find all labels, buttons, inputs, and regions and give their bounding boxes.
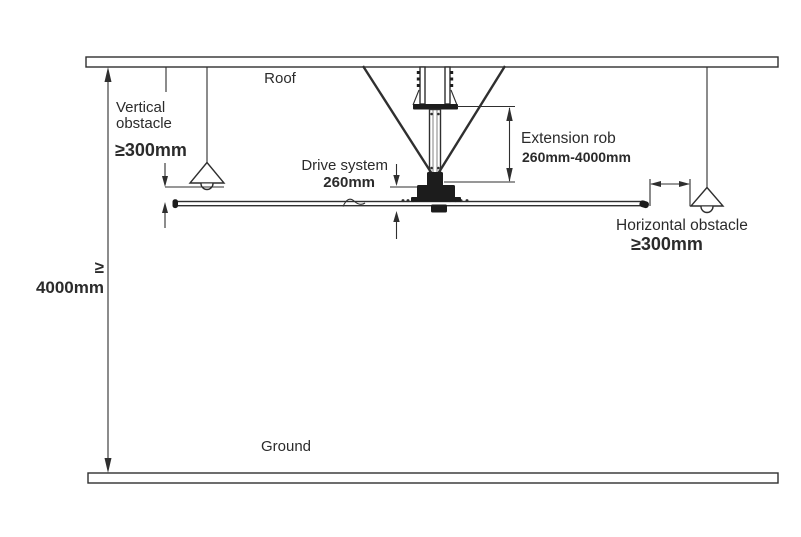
left-arrow-icon	[650, 181, 661, 187]
mount-bolts	[416, 71, 454, 87]
ceiling-height-value: ≥ 4000mm	[35, 258, 104, 297]
ceiling-height-dimension	[104, 67, 112, 473]
motor-bottom-box	[431, 204, 447, 213]
motor-flange	[411, 197, 461, 202]
roof-mount-bracket	[412, 66, 458, 110]
rod-hub	[427, 172, 443, 186]
extension-rod-dimension	[444, 105, 515, 183]
extension-rod-label: Extension rob	[521, 130, 616, 147]
extension-rod-value: 260mm-4000mm	[522, 149, 631, 165]
roof-label: Roof	[264, 70, 296, 87]
up-arrow-icon	[104, 67, 112, 82]
horizontal-obstacle-label: Horizontal obstacle	[616, 217, 748, 234]
down-arrow-icon	[506, 168, 513, 182]
left-lamp-obstacle	[188, 67, 226, 191]
roof-slab	[85, 56, 779, 68]
motor-body	[417, 185, 455, 200]
down-arrow-icon	[162, 176, 168, 187]
blade-tip-right	[639, 200, 649, 209]
guy-wire-right	[434, 65, 507, 178]
vertical-obstacle-value: ≥300mm	[115, 140, 187, 160]
fan-motor	[411, 172, 461, 213]
guy-wire-left	[361, 65, 436, 178]
down-arrow-icon	[393, 175, 400, 186]
right-arrow-icon	[679, 181, 690, 187]
blade-tip-left	[172, 199, 178, 209]
horizontal-obstacle-value: ≥300mm	[631, 234, 703, 254]
mount-post-left	[419, 66, 426, 105]
vertical-obstacle-dimension	[162, 67, 224, 228]
mount-post-right	[444, 66, 451, 105]
lamp-shade	[689, 186, 725, 207]
roof-hatch-bar	[85, 56, 779, 68]
ground-hatch-bar	[87, 472, 779, 484]
extension-rod	[428, 108, 442, 175]
up-arrow-icon	[506, 107, 513, 121]
guy-wires	[361, 65, 507, 178]
lamp-bulb	[700, 206, 714, 214]
drive-system-label: Drive system	[301, 157, 388, 174]
ground-slab	[87, 472, 779, 484]
ground-label: Ground	[260, 438, 312, 455]
mount-brace-right	[450, 89, 458, 106]
right-lamp-obstacle	[689, 67, 725, 214]
rod-tube	[428, 108, 442, 175]
mount-brace-left	[412, 89, 420, 106]
blade-bar	[175, 200, 645, 207]
blade-break-mark	[342, 198, 366, 207]
vertical-obstacle-label: Vertical obstacle	[116, 99, 172, 132]
drive-system-dimension	[390, 164, 417, 239]
down-arrow-icon	[104, 458, 112, 473]
lamp-shade	[188, 161, 226, 184]
horizontal-obstacle-dimension	[649, 179, 691, 206]
drive-system-value: 260mm	[323, 174, 375, 191]
rod-bolts	[430, 112, 440, 170]
mount-plate	[413, 104, 458, 110]
